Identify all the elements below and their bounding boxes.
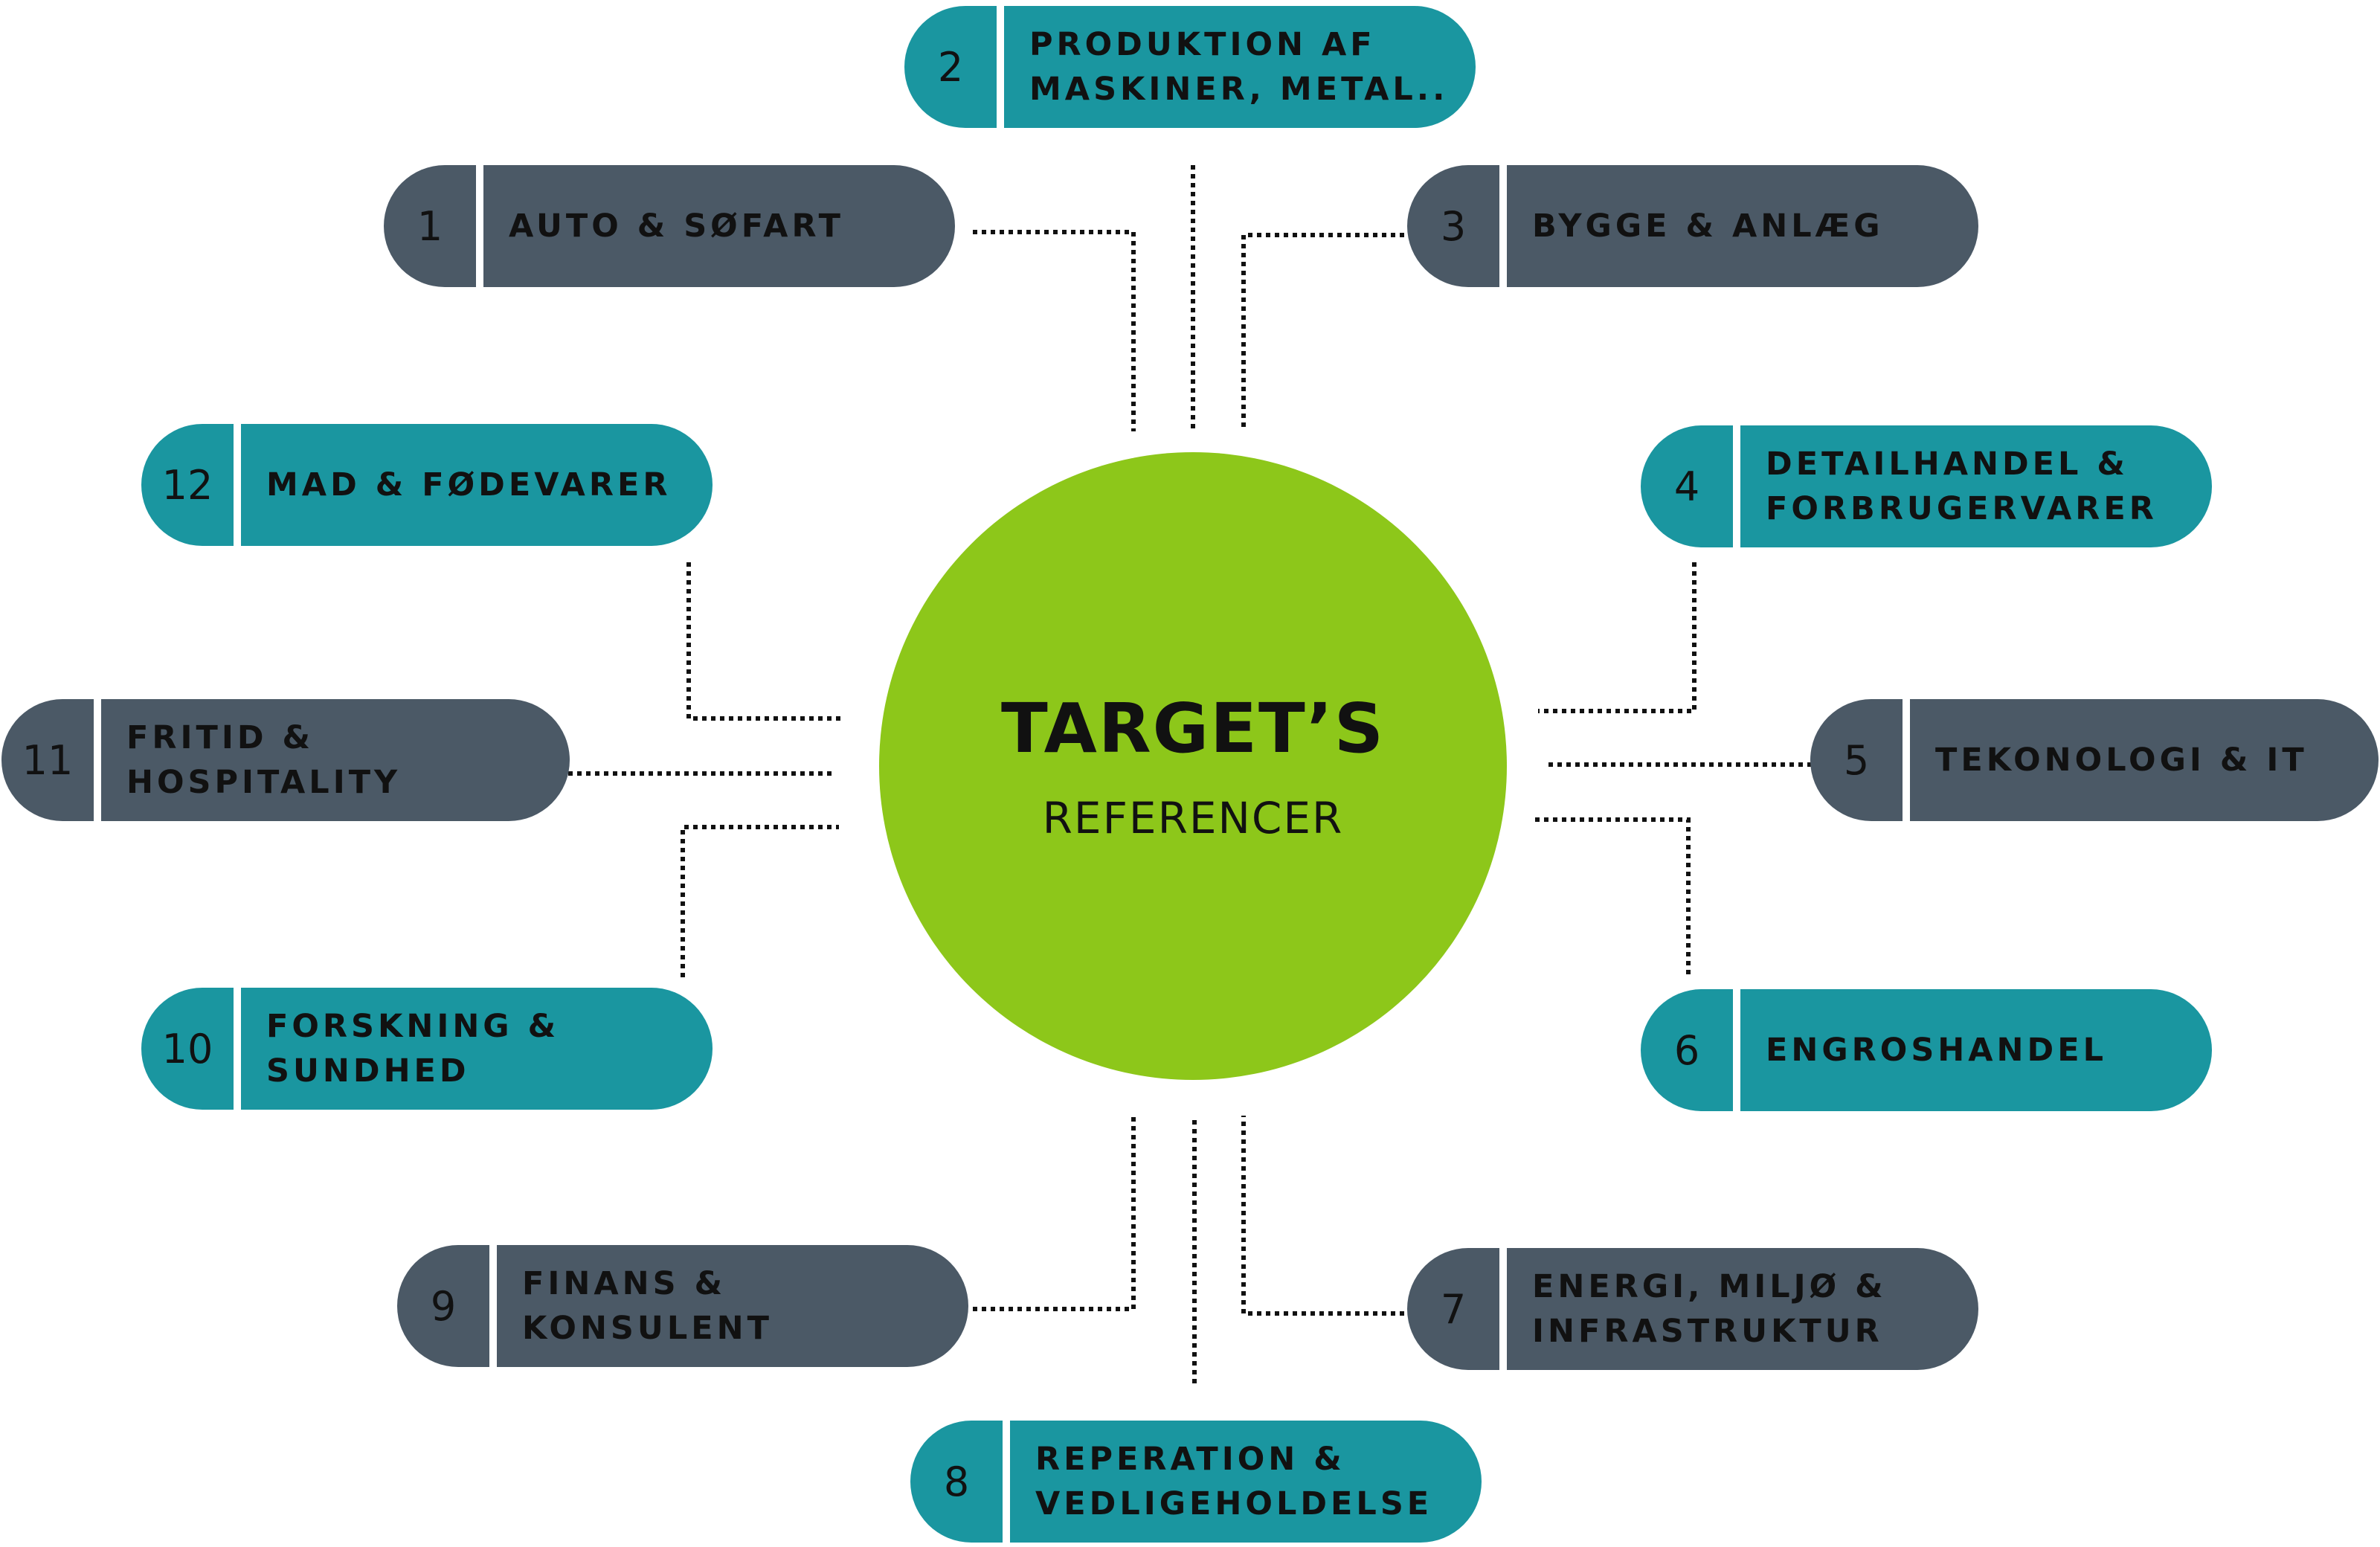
connector-line-1 [973,230,1136,431]
category-pill-engroshandel[interactable]: 6 ENGROSHANDEL [1641,989,2212,1111]
category-label-line: FORBRUGERVARER [1766,490,2158,527]
pill-divider [234,988,241,1110]
category-label-line: FRITID & [126,719,314,756]
category-number: 7 [1440,1285,1467,1333]
category-label: DETAILHANDEL & FORBRUGERVARER [1766,425,2175,547]
pill-divider [1903,699,1910,821]
category-pill-auto-sofart[interactable]: 1 AUTO & SØFART [384,165,955,287]
connector-line-3 [1241,233,1404,431]
center-subtitle: REFERENCER [1042,793,1344,843]
center-title: TARGET’S [1001,689,1385,768]
category-label: TEKONOLOGI & IT [1935,699,2341,821]
category-label-line: HOSPITALITY [126,764,402,801]
category-number: 9 [430,1282,457,1330]
category-label-line: AUTO & SØFART [509,208,844,245]
category-number: 12 [161,461,213,509]
category-label-line: ENERGI, MILJØ & [1532,1268,1887,1305]
category-pill-teknologi-it[interactable]: 5 TEKONOLOGI & IT [1810,699,2379,821]
category-number: 2 [937,43,964,91]
category-label-line: MAD & FØDEVARER [266,466,672,504]
category-label: PRODUKTION AF MASKINER, METAL.. [1029,6,1449,128]
connector-line-6 [1535,817,1691,974]
category-pill-forskning[interactable]: 10 FORSKNING & SUNDHED [141,988,713,1110]
category-label: MAD & FØDEVARER [266,424,675,546]
category-label-line: REPERATION & [1035,1441,1345,1478]
pill-divider [234,424,241,546]
pill-divider [1499,165,1507,287]
category-pill-energi-miljo[interactable]: 7 ENERGI, MILJØ & INFRASTRUKTUR [1407,1248,1978,1370]
category-number: 6 [1673,1026,1700,1074]
pill-divider [489,1245,497,1367]
category-label: AUTO & SØFART [509,165,918,287]
category-label: FINANS & KONSULENT [522,1245,931,1367]
category-label: ENERGI, MILJØ & INFRASTRUKTUR [1532,1248,1941,1370]
category-label-line: INFRASTRUKTUR [1532,1313,1883,1350]
category-label-line: MASKINER, METAL.. [1029,71,1449,108]
category-label-line: VEDLIGEHOLDELSE [1035,1485,1433,1522]
pill-divider [476,165,483,287]
category-label: ENGROSHANDEL [1766,989,2175,1111]
category-label-line: TEKONOLOGI & IT [1935,742,2308,779]
center-circle: TARGET’S REFERENCER [879,452,1507,1080]
category-label-line: FINANS & [522,1265,727,1302]
pill-divider [1003,1421,1010,1543]
category-pill-reperation[interactable]: 8 REPERATION & VEDLIGEHOLDELSE [910,1421,1482,1543]
category-label-line: BYGGE & ANLÆG [1532,208,1884,245]
category-label-line: FORSKNING & [266,1008,560,1045]
category-label: REPERATION & VEDLIGEHOLDELSE [1035,1421,1444,1543]
category-label-line: SUNDHED [266,1052,470,1090]
category-pill-produktion[interactable]: 2 PRODUKTION AF MASKINER, METAL.. [904,6,1476,128]
connector-line-4 [1538,562,1696,713]
category-number: 3 [1440,202,1467,250]
category-label: FORSKNING & SUNDHED [266,988,675,1110]
pill-divider [1499,1248,1507,1370]
pill-divider [1733,425,1740,547]
category-label-line: ENGROSHANDEL [1766,1032,2108,1069]
pill-divider [1733,989,1740,1111]
category-label-line: KONSULENT [522,1310,773,1347]
category-number: 4 [1673,463,1700,510]
category-pill-mad-fodevarer[interactable]: 12 MAD & FØDEVARER [141,424,713,546]
category-number: 11 [22,736,74,784]
connector-line-12 [686,562,843,721]
category-label: BYGGE & ANLÆG [1532,165,1941,287]
category-number: 1 [416,202,443,250]
category-number: 8 [943,1458,970,1505]
pill-divider [94,699,101,821]
pill-divider [997,6,1004,128]
category-label-line: PRODUKTION AF [1029,26,1376,63]
category-number: 5 [1843,736,1870,784]
category-pill-detailhandel[interactable]: 4 DETAILHANDEL & FORBRUGERVARER [1641,425,2212,547]
category-pill-bygge-anlaeg[interactable]: 3 BYGGE & ANLÆG [1407,165,1978,287]
category-number: 10 [161,1025,213,1072]
connector-line-9 [973,1116,1136,1311]
connector-line-10 [681,825,839,977]
category-label: FRITID & HOSPITALITY [126,699,533,821]
category-label-line: DETAILHANDEL & [1766,446,2129,483]
category-pill-fritid[interactable]: 11 FRITID & HOSPITALITY [1,699,570,821]
connector-line-7 [1241,1116,1404,1316]
category-pill-finans[interactable]: 9 FINANS & KONSULENT [397,1245,968,1367]
